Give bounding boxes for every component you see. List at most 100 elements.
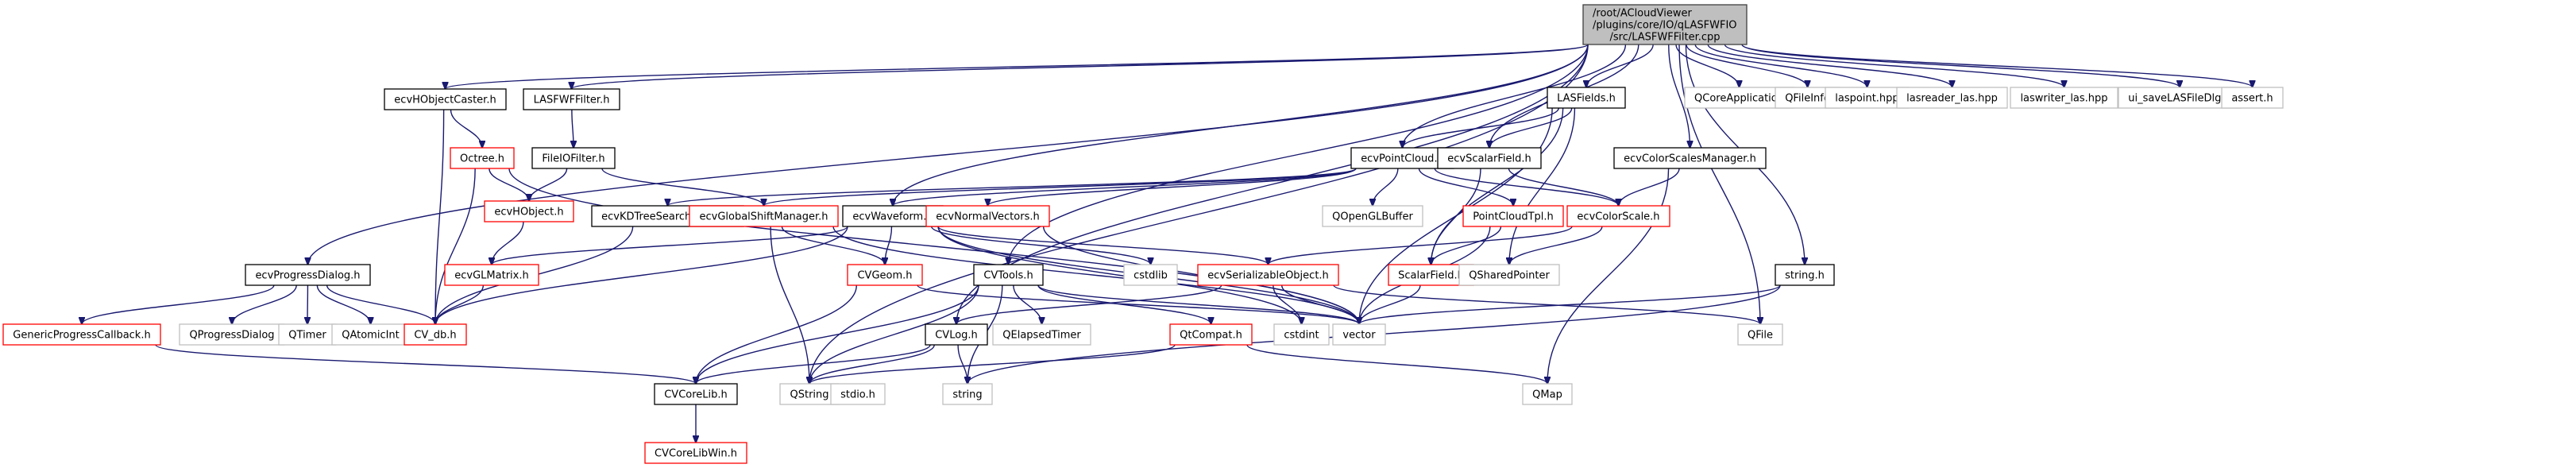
edge-root-to-assert [1741,44,2253,87]
node-stdio[interactable]: stdio.h [830,383,886,405]
node-box [847,264,923,286]
edge-ecvpointcloud-to-ecvwaveform [893,168,1357,206]
edge-cvtools-to-vector [1037,284,1359,324]
node-assert[interactable]: assert.h [2221,87,2284,109]
edge-cvtools-to-cvcorelib [696,284,979,384]
node-ecvhobject[interactable]: ecvHObject.h [484,200,574,222]
node-label: QCoreApplication [1694,93,1784,105]
node-label: QProgressDialog [189,330,274,342]
edge-ecvglmatrix-to-cv_db [435,284,485,324]
edge-ecvhobject-to-ecvglmatrix [492,221,524,265]
node-box [1522,383,1573,405]
edge-lasfields-to-scalarfield [1431,107,1564,265]
node-label: /root/ACloudViewer [1593,8,1692,20]
node-lasfwffilter[interactable]: LASFWFFilter.h [523,88,620,110]
node-label: CVCoreLibWin.h [655,448,737,460]
edge-ecvpointcloud-to-ecvcolorscale [1434,168,1618,206]
node-qsharedpointer[interactable]: QSharedPointer [1458,264,1560,286]
node-ecvserializableobject[interactable]: ecvSerializableObject.h [1197,264,1339,286]
node-label: ecvProgressDialog.h [255,270,360,282]
node-cstdint[interactable]: cstdint [1273,323,1330,346]
node-cvgeom[interactable]: CVGeom.h [847,264,923,286]
node-cstdlib[interactable]: cstdlib [1123,264,1178,286]
node-cvcorelib[interactable]: CVCoreLib.h [654,383,738,405]
node-label: assert.h [2231,93,2273,105]
node-box [1322,205,1423,227]
edge-ecvprogressdialog-to-qatomicint [316,284,370,324]
edge-root-to-qfile [1678,44,1760,324]
node-qprogressdialog[interactable]: QProgressDialog [179,323,285,346]
edge-ecvwaveform-to-cstdlib [930,226,1151,265]
node-ecvpointcloud[interactable]: ecvPointCloud.h [1350,147,1454,169]
node-vector[interactable]: vector [1332,323,1386,346]
node-ecvscalarfield[interactable]: ecvScalarField.h [1437,147,1542,169]
node-label: LASFields.h [1557,93,1616,105]
node-laswriter-las[interactable]: laswriter_las.hpp [2010,87,2118,109]
node-fileiofilter[interactable]: FileIOFilter.h [531,147,616,169]
edge-root-to-laswriter_las [1724,44,2064,87]
node-qtimer[interactable]: QTimer [278,323,337,346]
edge-ecvserializableobject-to-cvlog [956,284,1222,324]
node-string[interactable]: string [942,383,993,405]
edge-fileiofilter-to-ecvhobject [529,168,568,201]
node-qmap[interactable]: QMap [1522,383,1573,405]
node-box [1197,264,1339,286]
edge-lasfields-to-qsharedpointer [1509,107,1576,265]
edge-string_h-to-vector [1359,284,1781,324]
node-label: QFile [1748,330,1773,342]
edge-fileiofilter-to-ecvglobalshiftmanager [601,168,764,206]
node-qatomicint[interactable]: QAtomicInt [331,323,410,346]
node-qelapsedtimer[interactable]: QElapsedTimer [992,323,1091,346]
node-cvcorelibwin[interactable]: CVCoreLibWin.h [644,442,747,464]
node-label: laspoint.hpp [1835,93,1898,105]
edge-ecvglobalshiftmanager-to-qstring [770,226,809,384]
node-box [404,323,467,346]
node-qopenglbuffer[interactable]: QOpenGLBuffer [1322,205,1423,227]
edge-ecvcolorscale-to-ecvserializableobject [1269,226,1573,265]
edge-cvlog-to-qstring [809,344,935,384]
edge-ecvcolorscalesmanager-to-qmap [1547,168,1670,384]
node-label: cstdlib [1134,270,1168,282]
edge-ecvhobjectcaster-to-octree [450,109,482,148]
node-ui-savelasfiledlg[interactable]: ui_saveLASFileDlg.h [2118,87,2242,109]
node-box [830,383,886,405]
node-pointcloudtpl[interactable]: PointCloudTpl.h [1462,205,1564,227]
node-qstring[interactable]: QString [779,383,840,405]
edge-root-to-ecvpointcloud [1403,44,1627,148]
node-octree[interactable]: Octree.h [450,147,515,169]
edge-ecvprogressdialog-to-genericprogresscallback [82,284,275,324]
node-ecvglobalshiftmanager[interactable]: ecvGlobalShiftManager.h [689,205,839,227]
node-label: QtCompat.h [1180,330,1242,342]
node-box [2010,87,2118,109]
edge-ecvcolorscalesmanager-to-ecvcolorscale [1619,168,1680,206]
edge-cvgeom-to-cvcorelib [696,284,857,384]
edge-root-to-lasfields [1586,44,1654,87]
node-genericprogresscallback[interactable]: GenericProgressCallback.h [2,323,161,346]
node-cv-db[interactable]: CV_db.h [404,323,467,346]
node-cvlog[interactable]: CVLog.h [925,323,988,346]
edge-root-to-lasreader_las [1707,44,1952,87]
node-ecvhobjectcaster[interactable]: ecvHObjectCaster.h [384,88,507,110]
edge-qtcompat-to-qmap [1246,344,1547,384]
edge-octree-to-cv_db [435,168,476,324]
node-ecvprogressdialog[interactable]: ecvProgressDialog.h [245,264,371,286]
node-qtcompat[interactable]: QtCompat.h [1169,323,1253,346]
node-ecvnormalvectors[interactable]: ecvNormalVectors.h [925,205,1050,227]
node-lasfields[interactable]: LASFields.h [1547,87,1626,109]
node-lasreader-las[interactable]: lasreader_las.hpp [1896,87,2008,109]
edge-root-to-lasfwffilter [572,44,1589,89]
node-qfile[interactable]: QFile [1737,323,1783,346]
node-label: QAtomicInt [342,330,400,342]
node-ecvglmatrix[interactable]: ecvGLMatrix.h [444,264,539,286]
node-ecvcolorscale[interactable]: ecvColorScale.h [1566,205,1670,227]
edge-ecvwaveform-to-cvgeom [885,226,893,265]
node-box [179,323,285,346]
node-box [644,442,747,464]
node-ecvcolorscalesmanager[interactable]: ecvColorScalesManager.h [1613,147,1767,169]
node-box [1613,147,1767,169]
node-root[interactable]: /root/ACloudViewer/plugins/core/IO/qLASF… [1582,4,1748,45]
node-cvtools[interactable]: CVTools.h [973,264,1044,286]
node-laspoint[interactable]: laspoint.hpp [1825,87,1910,109]
node-string-h[interactable]: string.h [1775,264,1835,286]
node-box [1458,264,1560,286]
